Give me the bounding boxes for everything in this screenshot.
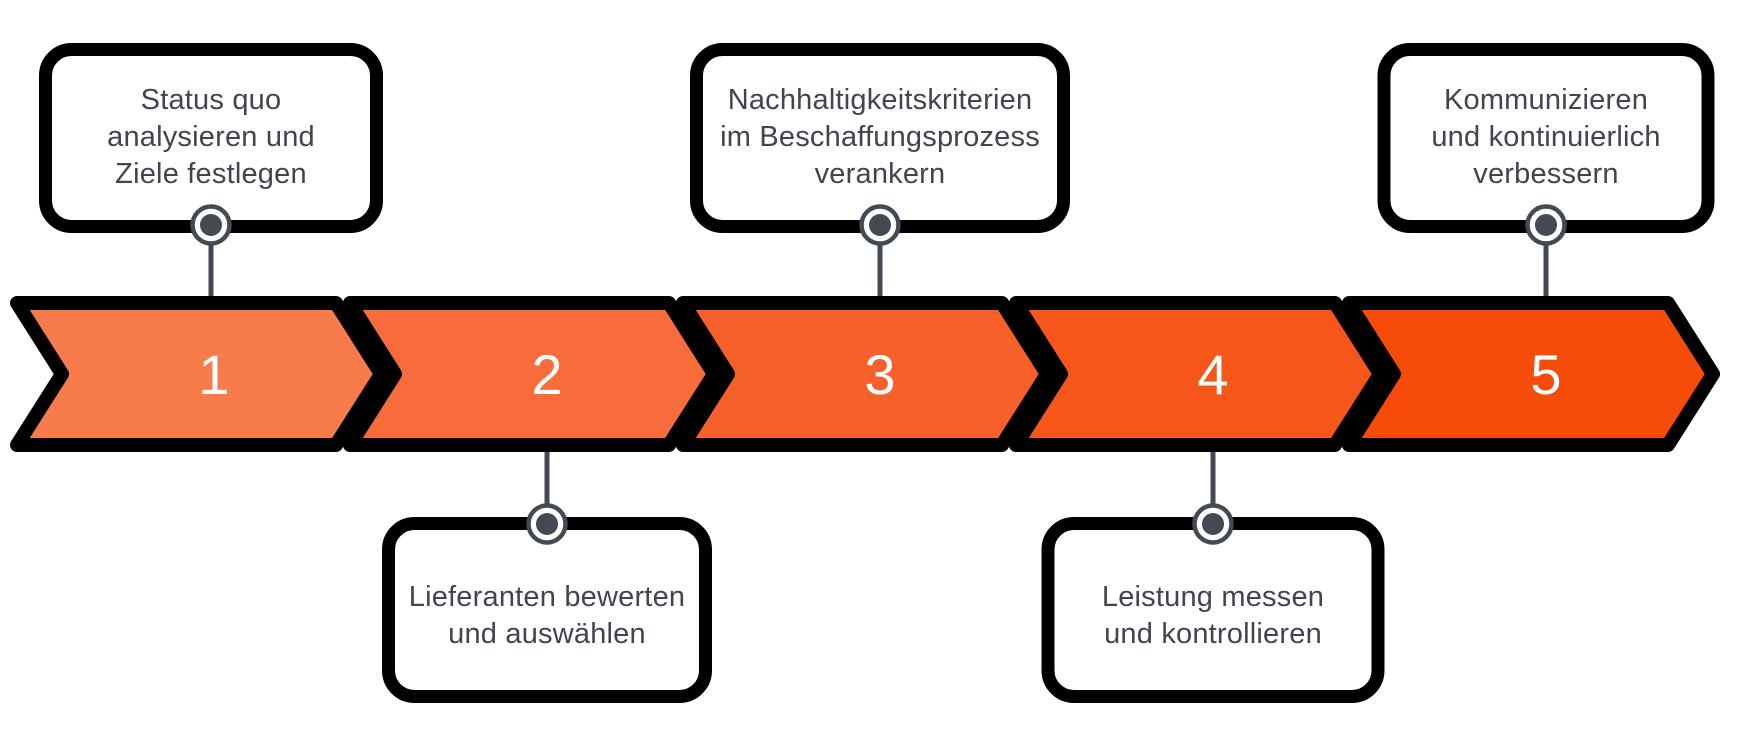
connector-dot-4 [1202, 513, 1224, 535]
step-number-1: 1 [198, 342, 230, 406]
step-label-2: Lieferanten bewerten und auswählen [408, 581, 686, 650]
step-boxes [39, 43, 1715, 703]
connector-dot-1 [200, 214, 222, 236]
step-label-3: Nachhaltigkeitskriterien im Beschaffungs… [720, 83, 1040, 190]
connector-dot-2 [536, 513, 558, 535]
chevron-segment-1 [10, 296, 388, 452]
step-label-4: Leistung messen und kontrollieren [1101, 581, 1325, 650]
connector-dot-5 [1535, 214, 1557, 236]
step-number-2: 2 [531, 342, 563, 406]
step-label-5: Kommunizieren und kontinuierlich verbess… [1431, 83, 1661, 190]
chevron-segment-3 [676, 296, 1054, 452]
process-arrow-band [10, 296, 1720, 452]
step-label-1: Status quo analysieren und Ziele festleg… [107, 83, 315, 190]
step-number-5: 5 [1530, 342, 1562, 406]
chevron-segment-4 [1009, 296, 1387, 452]
step-number-4: 4 [1197, 342, 1229, 406]
connector-dots [190, 204, 1567, 545]
step-number-3: 3 [864, 342, 896, 406]
chevron-segment-2 [343, 296, 721, 452]
chevron-segment-5 [1342, 296, 1720, 452]
connector-dot-3 [869, 214, 891, 236]
